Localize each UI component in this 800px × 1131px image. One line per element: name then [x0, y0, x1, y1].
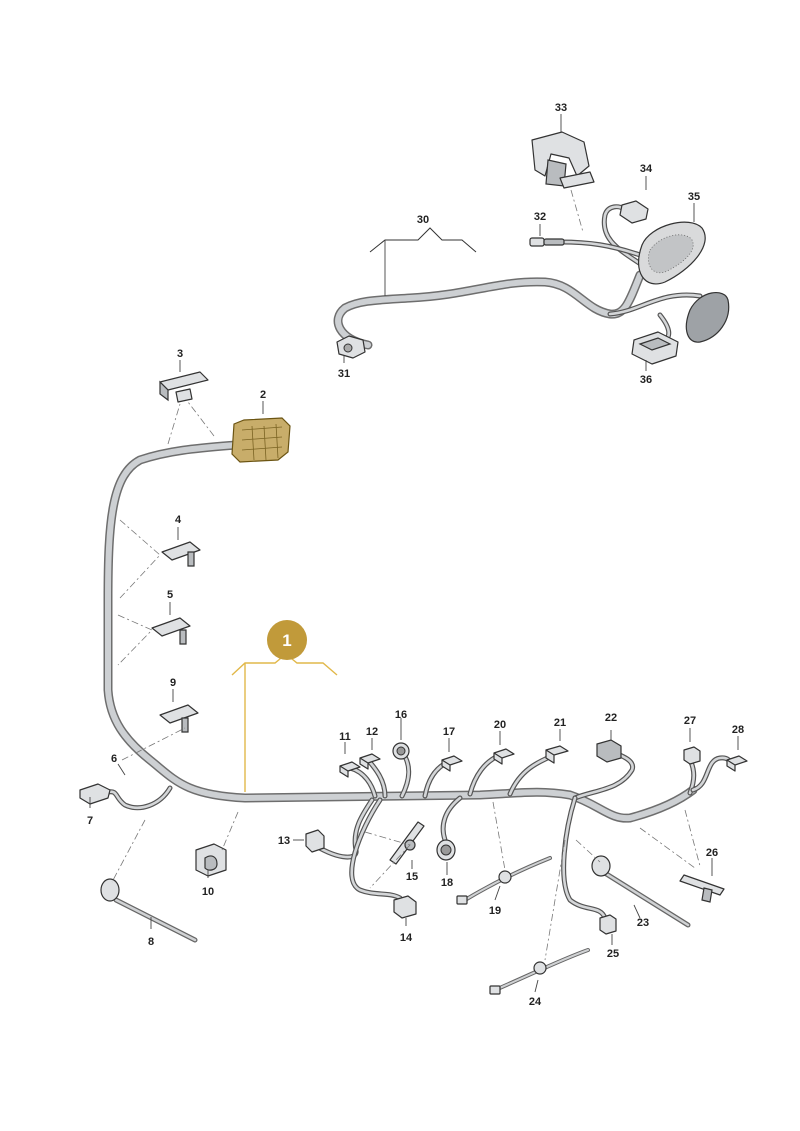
label-15: 15 — [406, 871, 418, 883]
label-4: 4 — [175, 514, 182, 526]
cable-tie-19 — [456, 856, 552, 905]
label-26: 26 — [706, 847, 718, 859]
label-23: 23 — [637, 917, 649, 929]
group-bracket-1 — [231, 653, 338, 792]
label-20: 20 — [494, 719, 506, 731]
connector-27 — [683, 746, 701, 765]
label-13: 13 — [278, 835, 290, 847]
label-9: 9 — [170, 677, 176, 689]
label-31: 31 — [338, 368, 350, 380]
label-17: 17 — [443, 726, 455, 738]
connector-14 — [393, 895, 417, 919]
label-3: 3 — [177, 348, 183, 360]
connector-18 — [436, 839, 456, 861]
callout-1-number: 1 — [282, 631, 291, 650]
label-8: 8 — [148, 936, 154, 948]
label-35: 35 — [688, 191, 700, 203]
connector-36 — [631, 292, 730, 365]
label-22: 22 — [605, 712, 617, 724]
connector-21 — [545, 745, 569, 764]
connector-20 — [493, 748, 515, 765]
cable-tie-23 — [591, 855, 691, 928]
connector-28 — [726, 755, 748, 772]
label-24: 24 — [529, 996, 542, 1008]
label-11: 11 — [339, 731, 351, 743]
label-32: 32 — [534, 211, 546, 223]
label-12: 12 — [366, 726, 378, 738]
upper-harness — [333, 204, 703, 350]
label-21: 21 — [554, 717, 566, 729]
clip-4 — [161, 541, 201, 567]
label-18: 18 — [441, 877, 453, 889]
label-34: 34 — [640, 163, 653, 175]
label-27: 27 — [684, 715, 696, 727]
label-5: 5 — [167, 589, 173, 601]
label-6: 6 — [111, 753, 117, 765]
connector-16 — [392, 742, 410, 760]
cable-tie-8 — [100, 878, 198, 943]
callout-1: 1 — [267, 620, 307, 660]
assembly-lines — [111, 189, 701, 961]
connector-25 — [599, 914, 617, 935]
connector-13 — [305, 829, 325, 853]
label-14: 14 — [400, 932, 413, 944]
label-33: 33 — [555, 102, 567, 114]
label-19: 19 — [489, 905, 501, 917]
label-28: 28 — [732, 724, 744, 736]
connector-34 — [619, 200, 649, 224]
group-bracket-30 — [369, 227, 477, 296]
clip-5 — [151, 617, 191, 645]
part-labels: 2 3 4 5 6 7 8 9 10 11 12 13 14 15 16 17 … — [87, 102, 744, 1008]
holder-10 — [195, 843, 227, 877]
connector-11 — [339, 761, 361, 778]
bracket-15 — [389, 821, 425, 865]
connector-17 — [441, 755, 463, 772]
label-16: 16 — [395, 709, 407, 721]
pad-35 — [637, 221, 706, 285]
main-harness — [103, 440, 733, 921]
label-7: 7 — [87, 815, 93, 827]
connector-31 — [336, 335, 366, 359]
control-unit-2 — [231, 417, 291, 463]
connector-22 — [596, 739, 622, 763]
clip-9 — [159, 704, 199, 733]
clip-26 — [679, 874, 725, 903]
bracket-3 — [159, 371, 209, 403]
label-30: 30 — [417, 214, 429, 226]
holder-33 — [531, 131, 595, 189]
connector-12 — [359, 753, 381, 770]
cable-tie-24 — [489, 948, 590, 995]
label-2: 2 — [260, 389, 266, 401]
sensor-32 — [529, 237, 565, 247]
leader-ticks — [89, 114, 739, 993]
label-10: 10 — [202, 886, 214, 898]
connector-7 — [79, 783, 111, 805]
label-36: 36 — [640, 374, 652, 386]
label-25: 25 — [607, 948, 619, 960]
